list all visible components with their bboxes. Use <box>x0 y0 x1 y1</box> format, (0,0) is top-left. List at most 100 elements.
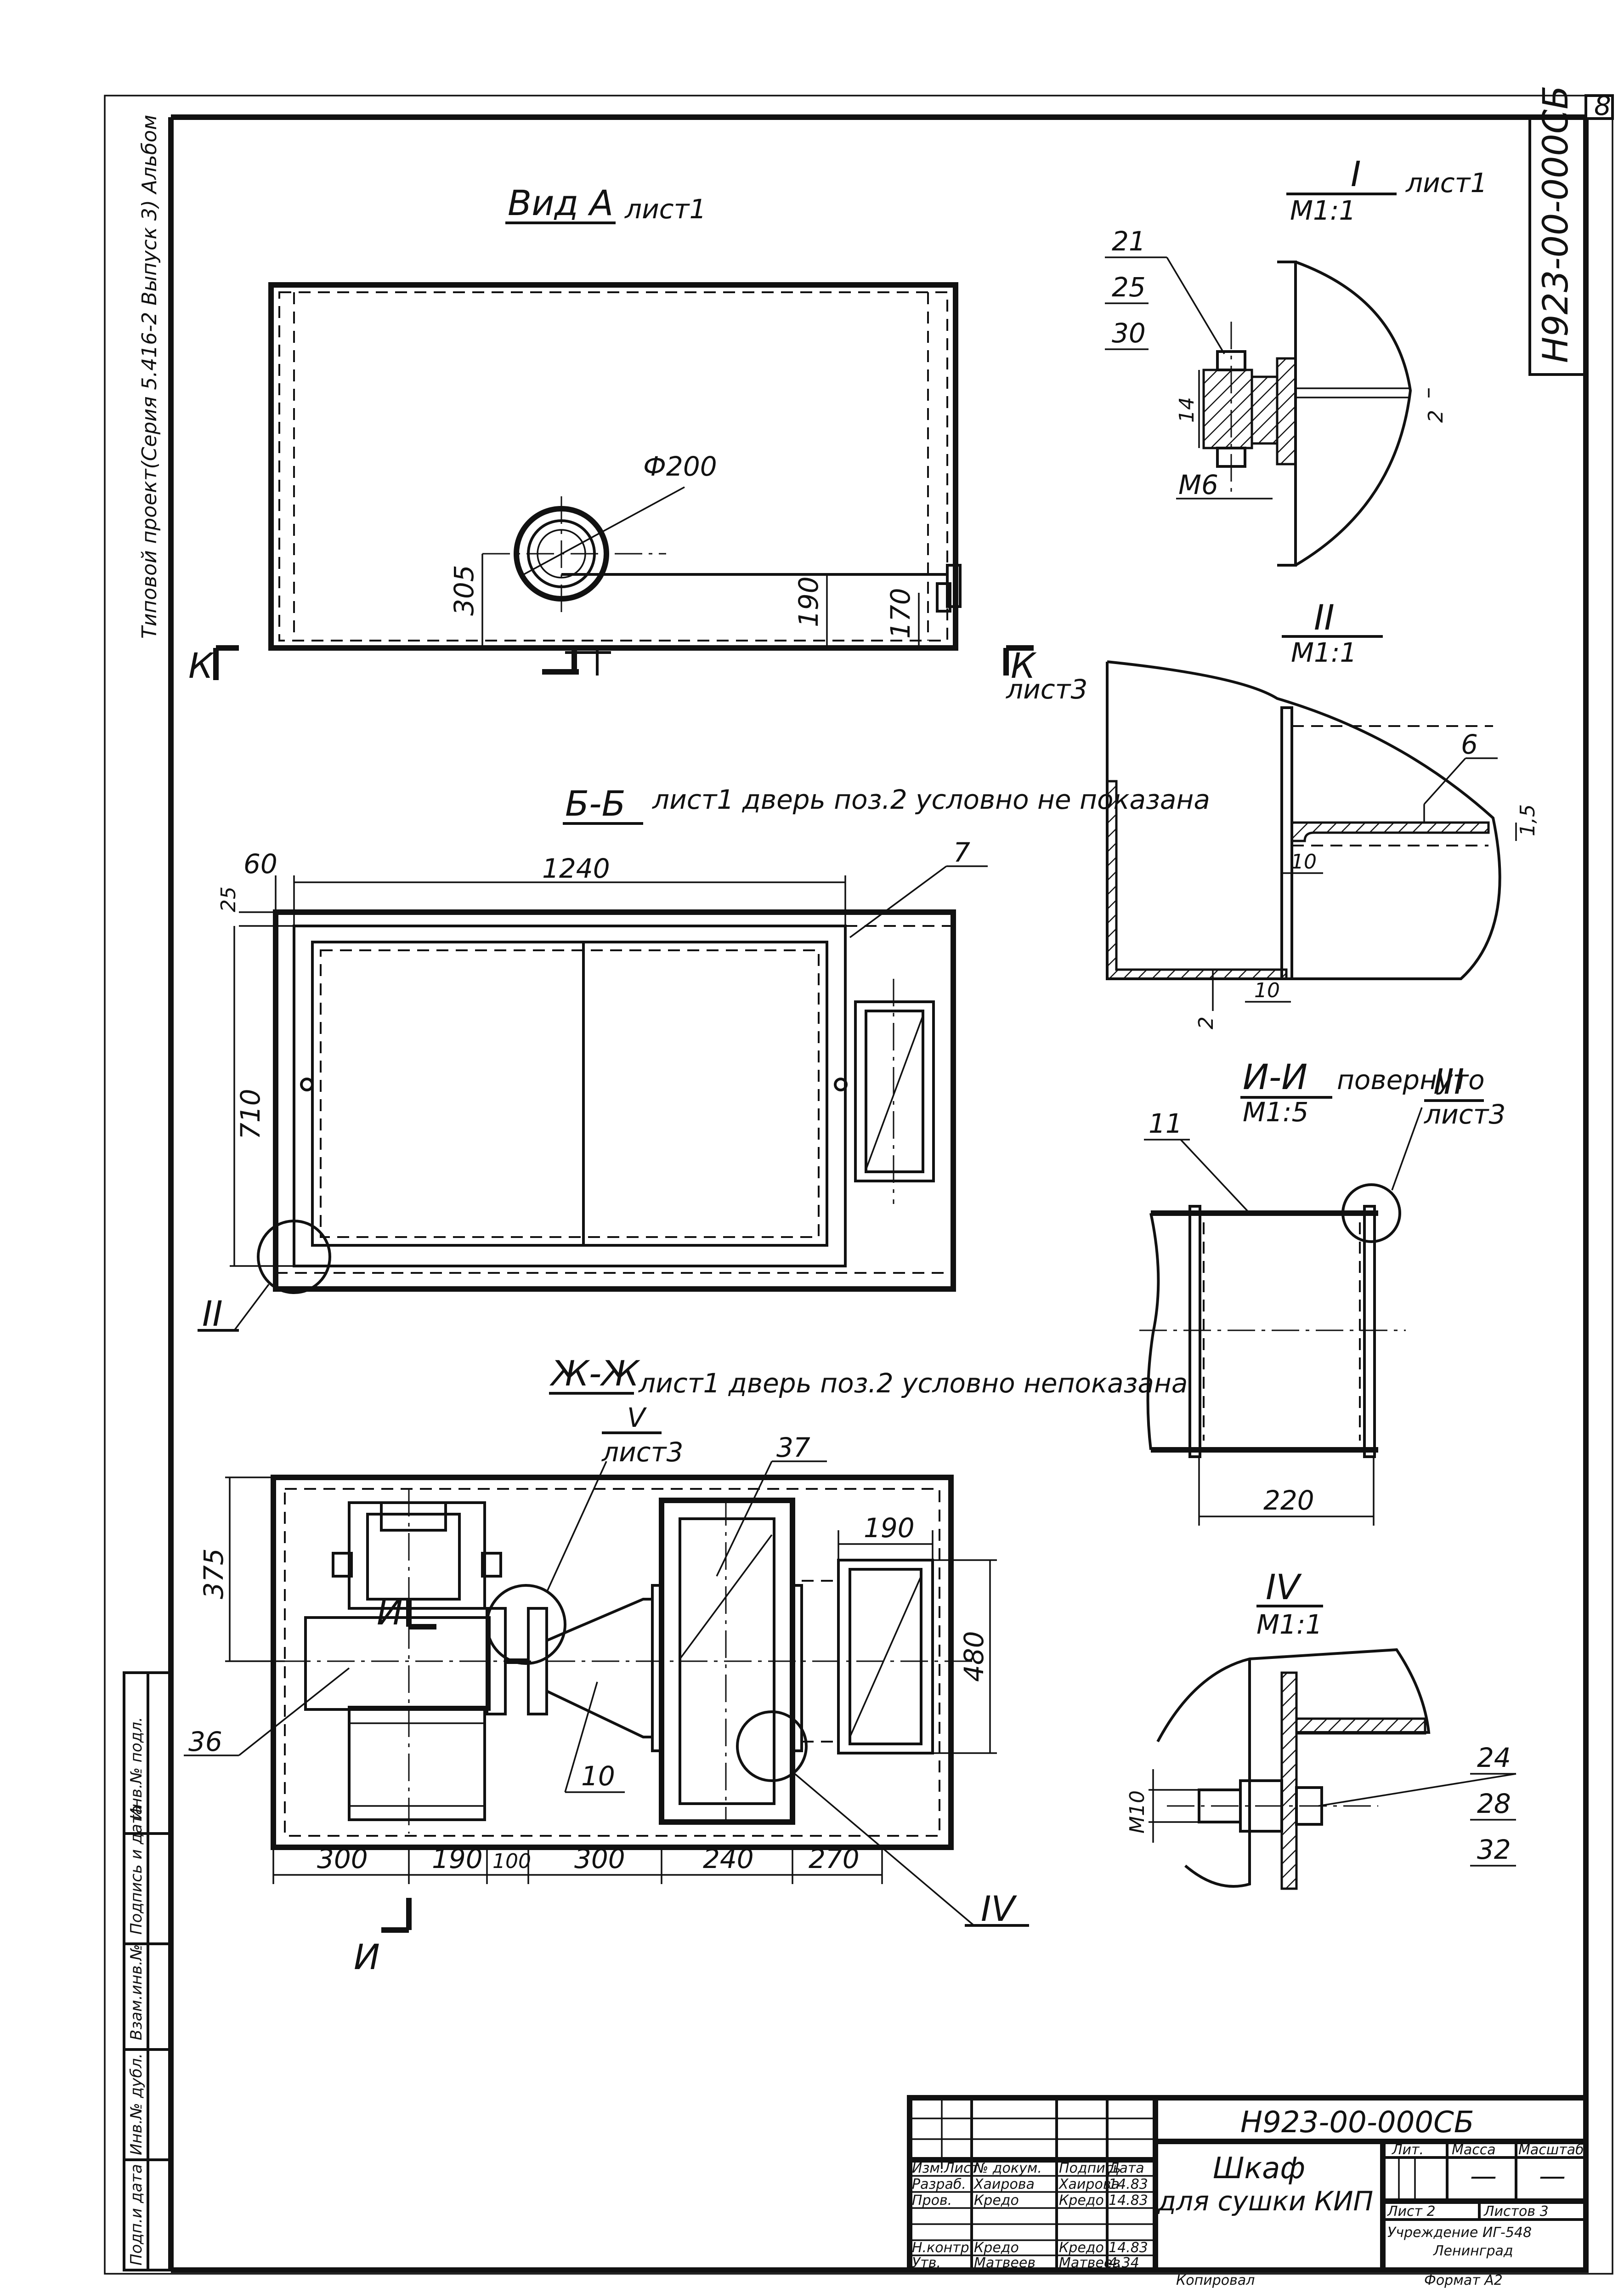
tb-org-line2: Ленинград <box>1433 2243 1513 2259</box>
tb-header-sign: Подпись <box>1059 2160 1121 2176</box>
tb-date-1: 14.83 <box>1109 2176 1148 2192</box>
tb-scale-value: — <box>1539 2160 1566 2191</box>
bb-detail-ii: II <box>202 1293 223 1334</box>
detail-i: I М1:1 лист1 21 25 30 14 2 М6 <box>1105 153 1487 567</box>
view-a-diameter: Ф200 <box>643 451 717 482</box>
section-k-right: К <box>1011 645 1037 686</box>
section-k-left: К <box>188 645 215 686</box>
strip-label-4: Инв.№ дубл. <box>127 2053 146 2155</box>
tb-date-4: 4.34 <box>1109 2255 1139 2271</box>
tb-date-2: 14.83 <box>1109 2192 1148 2209</box>
zz-detail-v: V <box>627 1402 647 1433</box>
tb-scale-label: Масштаб <box>1518 2142 1584 2158</box>
tb-name-4: Матвеев <box>974 2255 1036 2271</box>
detail-iv-thread: М10 <box>1126 1790 1149 1834</box>
detail-i-dim-14: 14 <box>1175 397 1199 423</box>
section-zz-note: лист1 дверь поз.2 условно непоказана <box>638 1368 1188 1399</box>
title-block: Изм. Лист № докум. Подпись Дата Разраб. … <box>907 2095 1589 2288</box>
section-bb-note: лист1 дверь поз.2 условно не показана <box>652 784 1210 815</box>
detail-ii: II М1:1 6 1,5 10 2 10 <box>1106 597 1539 1029</box>
detail-iv: IV М1:1 24 28 32 М10 <box>1126 1567 1516 1890</box>
tb-sheet: Лист 2 <box>1387 2203 1436 2220</box>
tb-sheets: Листов 3 <box>1483 2203 1549 2220</box>
zz-dim-375: 375 <box>198 1548 229 1599</box>
zz-dim-240: 240 <box>703 1843 754 1874</box>
section-ii-detail-iii: III <box>1433 1061 1464 1102</box>
detail-ii-title: II <box>1314 597 1335 638</box>
section-ii-title: И-И <box>1243 1056 1307 1097</box>
tb-sign-1: Хаирова <box>1058 2176 1120 2192</box>
section-ii-detail-iii-sheet: лист3 <box>1424 1099 1505 1130</box>
detail-i-dim-2: 2 <box>1424 410 1448 423</box>
tb-header-date: Дата <box>1108 2160 1144 2176</box>
tb-lit-label: Лит. <box>1392 2142 1424 2158</box>
tb-header-list: Лист <box>944 2160 980 2176</box>
zz-dim-300-b: 300 <box>574 1843 625 1874</box>
detail-i-callout-30: 30 <box>1112 318 1146 349</box>
detail-ii-dim-1-5: 1,5 <box>1516 804 1539 836</box>
tb-name-3: Кредо <box>974 2240 1019 2256</box>
zz-dim-480: 480 <box>958 1631 990 1682</box>
tb-role-1: Разраб. <box>912 2176 966 2192</box>
detail-iv-callout-32: 32 <box>1477 1834 1511 1865</box>
section-zz-title: Ж-Ж <box>549 1353 640 1394</box>
tb-copied: Копировал <box>1176 2272 1255 2288</box>
section-i-top: И <box>377 1592 403 1633</box>
view-a-dim-190: 190 <box>793 576 824 627</box>
tb-format: Формат А2 <box>1424 2272 1503 2288</box>
tb-name-line1: Шкаф <box>1213 2152 1305 2186</box>
bb-callout-7: 7 <box>953 837 970 868</box>
view-a-dim-305: 305 <box>448 565 480 616</box>
tb-header-doc: № докум. <box>973 2160 1042 2176</box>
bb-dim-1240: 1240 <box>542 853 610 884</box>
view-a-dim-170: 170 <box>885 588 916 639</box>
stamp-code: Н923-00-000СБ <box>1535 85 1576 363</box>
strip-label-5: Подп.и дата <box>127 2164 146 2265</box>
strip-label-2: Подпись и дата <box>127 1805 146 1935</box>
zz-callout-36: 36 <box>188 1726 222 1757</box>
tb-mass-label: Масса <box>1452 2142 1496 2158</box>
tb-sign-3: Кредо <box>1059 2240 1104 2256</box>
section-bb: Б-Б лист1 дверь поз.2 условно не показан… <box>198 783 1210 1334</box>
zz-dim-270: 270 <box>809 1843 860 1874</box>
detail-i-callout-21: 21 <box>1112 226 1146 257</box>
detail-ii-callout-6: 6 <box>1461 729 1478 760</box>
tb-header-izm: Изм. <box>912 2160 945 2176</box>
zz-callout-37: 37 <box>776 1432 810 1463</box>
view-a-sheet-ref: лист1 <box>624 193 706 225</box>
tb-name-2: Кредо <box>974 2192 1019 2209</box>
view-a-title: Вид А <box>508 182 613 223</box>
section-ii-note: повернуто <box>1337 1064 1485 1096</box>
tb-role-4: Утв. <box>912 2255 941 2271</box>
detail-i-thread: М6 <box>1178 469 1218 500</box>
bb-dim-60: 60 <box>243 848 277 880</box>
tb-role-3: Н.контр. <box>912 2240 973 2256</box>
detail-ii-dim-10-b: 10 <box>1254 979 1280 1002</box>
detail-iv-callout-24: 24 <box>1477 1742 1511 1773</box>
tb-name-1: Хаирова <box>973 2176 1035 2192</box>
detail-iv-scale: М1:1 <box>1256 1609 1322 1640</box>
section-i-bottom: И <box>354 1936 380 1977</box>
tb-sign-4: Матвеев <box>1059 2255 1120 2271</box>
detail-i-sheet-ref: лист1 <box>1405 167 1487 199</box>
tb-date-3: 14.83 <box>1109 2240 1148 2256</box>
strip-label-1: Инв.№ подл. <box>127 1717 146 1820</box>
detail-i-scale: М1:1 <box>1290 195 1356 226</box>
detail-ii-dim-2: 2 <box>1194 1016 1218 1029</box>
zz-dim-190-top: 190 <box>864 1512 915 1544</box>
section-zz: Ж-Ж лист1 дверь поз.2 условно непоказана… <box>184 1353 1188 1977</box>
bb-dim-25: 25 <box>217 886 240 912</box>
tb-name-line2: для сушки КИП <box>1157 2186 1373 2217</box>
section-k-sheet: лист3 <box>1006 674 1087 705</box>
tb-doc-code: Н923-00-000СБ <box>1240 2106 1474 2140</box>
section-ii-callout-11: 11 <box>1149 1108 1183 1139</box>
tb-org-line1: Учреждение ИГ-548 <box>1387 2225 1532 2241</box>
detail-iv-title: IV <box>1266 1567 1302 1607</box>
section-ii: И-И М1:5 повернуто III лист3 11 220 <box>1139 1056 1505 1526</box>
detail-i-callout-25: 25 <box>1112 272 1146 303</box>
side-caption: Типовой проект(Серия 5.416-2 Выпуск 3) А… <box>138 115 161 639</box>
bb-dim-710: 710 <box>235 1089 266 1140</box>
zz-detail-iv: IV <box>981 1888 1017 1929</box>
tb-sign-2: Кредо <box>1059 2192 1104 2209</box>
